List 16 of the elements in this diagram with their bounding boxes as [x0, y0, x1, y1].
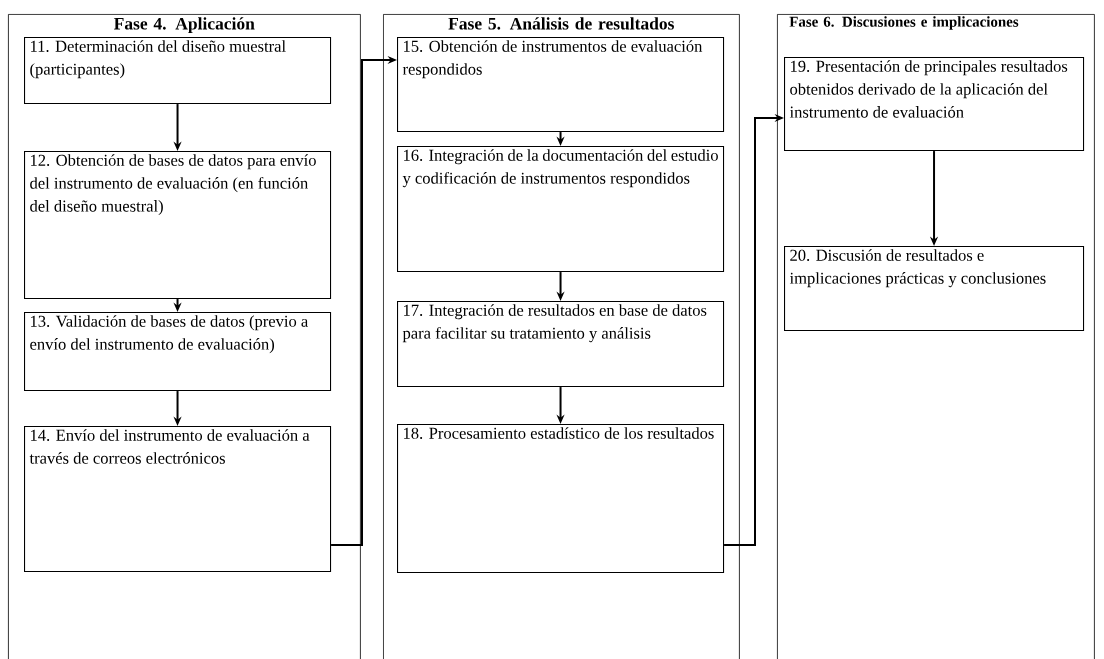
step-box: 14. Envío del instrumento de evaluación a través de correos electrónicos: [24, 426, 332, 573]
step-box: 17. Integración de resultados en base de datos para facilitar su tratamiento y análisis: [397, 301, 725, 388]
step-box: 20. Discusión de resultados e implicaciones prácticas y conclusiones: [784, 246, 1085, 332]
step-box: 12. Obtención de bases de datos para envío del instrumento de evaluación (en función del diseño muestral): [24, 151, 332, 300]
phase-heading: Fase 4. Aplicación: [113, 17, 255, 34]
phase-column: [777, 14, 1095, 659]
step-box: 19. Presentación de principales resultados obtenidos derivado de la aplicación del instrumento de evaluación: [784, 57, 1085, 152]
phase-heading: Fase 6. Discusiones e implicaciones: [789, 16, 1019, 30]
phase-column: [383, 14, 740, 659]
phase-column: [8, 14, 361, 659]
step-box: 11. Determinación del diseño muestral (participantes): [24, 37, 332, 105]
phase-heading: Fase 5. Análisis de resultados: [448, 17, 674, 30]
step-box: 13. Validación de bases de datos (previo a envío del instrumento de evaluación): [24, 312, 332, 392]
step-box: 16. Integración de la documentación del estudio y codificación de instrumentos respondidos: [397, 146, 725, 273]
step-box: 18. Procesamiento estadístico de los resultados: [397, 424, 725, 574]
step-box: 15. Obtención de instrumentos de evaluación respondidos: [397, 37, 725, 133]
